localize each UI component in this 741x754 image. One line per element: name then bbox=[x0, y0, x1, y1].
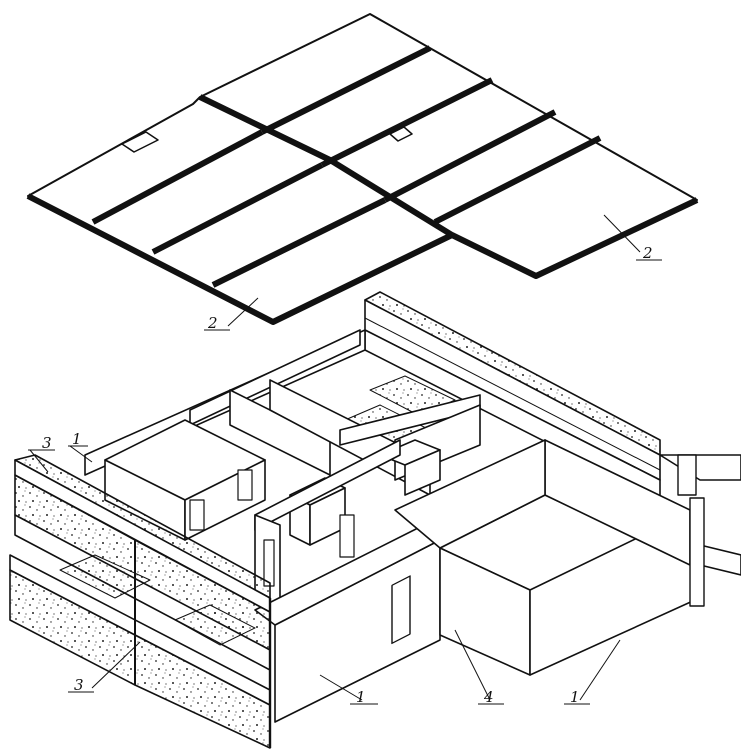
door-opening bbox=[189, 499, 205, 531]
door-opening bbox=[263, 539, 275, 587]
balcony-post bbox=[677, 454, 697, 496]
label-bottom-right-1: 1 bbox=[570, 688, 580, 706]
balcony-slab bbox=[699, 544, 741, 576]
floor-room-left bbox=[59, 554, 151, 599]
label-slab-left: 2 bbox=[207, 314, 218, 332]
slab-joint bbox=[151, 162, 324, 255]
slab-labels: 2 2 bbox=[204, 214, 662, 332]
slab-joint bbox=[211, 197, 387, 288]
label-corner-3: 3 bbox=[42, 434, 52, 452]
door-opening bbox=[391, 575, 411, 645]
slab-joint bbox=[91, 129, 264, 225]
slab-front-edge bbox=[450, 197, 699, 279]
label-bottom-mid-1: 1 bbox=[356, 688, 366, 706]
label-bottom-mid-4: 4 bbox=[483, 688, 494, 706]
slab-joint bbox=[320, 77, 494, 168]
slab-front-edge bbox=[26, 193, 454, 325]
cabinet-unit-front bbox=[404, 449, 441, 496]
slab-joint bbox=[433, 135, 602, 225]
roof-slab-assembly bbox=[26, 13, 699, 325]
roof-hatch bbox=[389, 126, 413, 142]
roof-hatch bbox=[121, 131, 159, 153]
slab-joint bbox=[383, 109, 557, 203]
slab-joint bbox=[328, 157, 454, 238]
door-opening bbox=[237, 469, 253, 501]
building-labels bbox=[28, 445, 621, 705]
floor-room-left2 bbox=[174, 604, 256, 646]
label-corner-1: 1 bbox=[72, 430, 82, 448]
balcony-post bbox=[689, 497, 705, 607]
slab-joint bbox=[260, 45, 432, 135]
label-slab-right: 2 bbox=[642, 244, 653, 262]
right-block-back bbox=[394, 439, 546, 549]
building-label-texts: 3 1 3 1 4 1 bbox=[42, 430, 580, 706]
balcony-slab bbox=[659, 454, 741, 481]
label-bottom-left-3: 3 bbox=[74, 676, 84, 694]
building-box bbox=[9, 291, 741, 749]
door-opening bbox=[339, 514, 355, 558]
